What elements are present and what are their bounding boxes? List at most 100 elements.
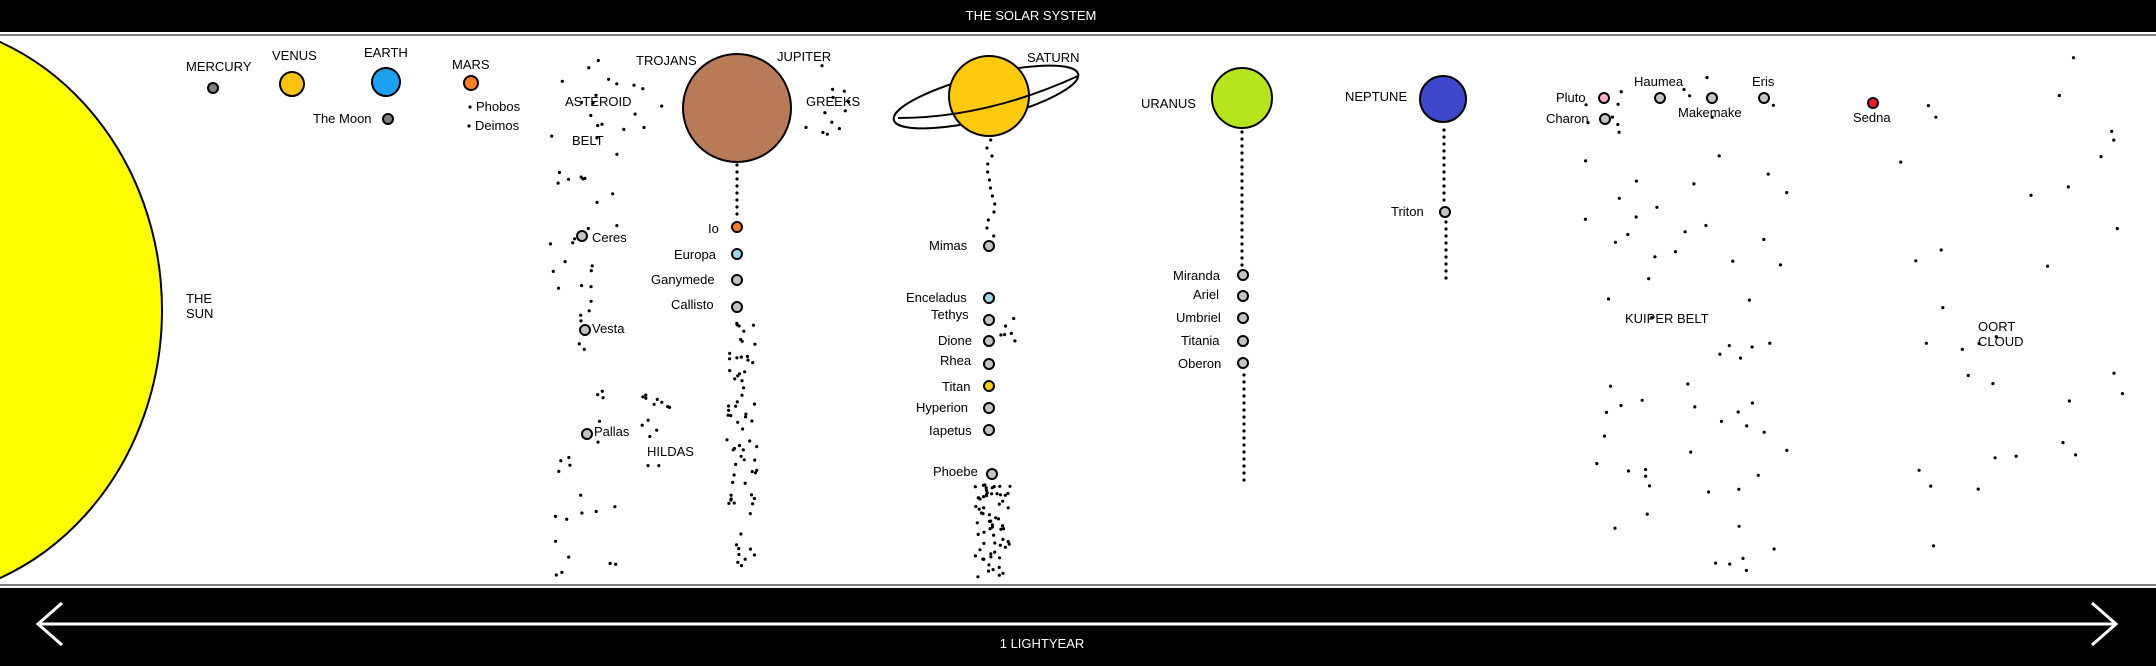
asteroid-dot — [589, 285, 593, 289]
jupiter-irregular-dot — [750, 470, 754, 474]
pallas — [581, 428, 593, 440]
jupiter-irregular-dot — [738, 372, 742, 376]
saturn-irregular-dot — [973, 485, 977, 489]
oort-dot — [2115, 227, 2119, 231]
asteroid-dot — [560, 79, 564, 83]
greek-dot — [820, 64, 824, 68]
trojan-dot — [596, 58, 600, 63]
neptune-irregular-dot — [1444, 234, 1448, 238]
trojan-dot — [607, 77, 611, 81]
trojan-dot — [589, 113, 593, 118]
greek-dot — [842, 89, 846, 93]
jupiter-irregular-dot — [742, 329, 746, 333]
enceladus — [983, 292, 995, 304]
saturn-irregular-dot — [1006, 491, 1010, 496]
jupiter-irregular-dot — [743, 481, 747, 485]
venus-label: VENUS — [272, 48, 317, 63]
ariel — [1237, 290, 1249, 302]
jupiter-irregular-dot — [739, 355, 743, 359]
scale-arrow-right-head — [2091, 601, 2119, 647]
oort-dot — [2074, 453, 2078, 457]
jupiter-irregular-dot — [733, 377, 737, 381]
jupiter-irregular-dot — [736, 420, 740, 424]
kuiper-dot — [1738, 356, 1743, 360]
jupiter-irregular-dot — [734, 462, 738, 466]
kuiper-dot — [1750, 401, 1754, 405]
oberon-label: Oberon — [1178, 356, 1221, 371]
jupiter-irregular-dot — [742, 386, 746, 390]
kuiper-dot — [1683, 230, 1687, 234]
kuiper-dot — [1583, 217, 1587, 221]
asteroid-dot — [577, 342, 581, 346]
trojan-dot — [591, 101, 595, 105]
saturn-trojan-dot — [1013, 339, 1017, 343]
tethys-label: Tethys — [931, 307, 969, 322]
greek-dot — [821, 130, 825, 135]
kuiper-dot — [1613, 240, 1618, 244]
jupiter-irregular-dot — [746, 358, 750, 362]
jupiter-irregular-dot — [739, 454, 743, 458]
charon — [1599, 113, 1611, 125]
asteroid-dot — [560, 570, 564, 575]
asteroid-dot — [601, 396, 605, 400]
asteroid-dot — [566, 177, 571, 181]
uranus-moon-dot — [1240, 221, 1244, 225]
kuiper-dot — [1606, 297, 1611, 301]
jupiter-irregular-dot — [735, 356, 739, 360]
kuiper-dot — [1616, 122, 1620, 127]
hilda-dot — [644, 396, 648, 400]
pluto — [1598, 92, 1610, 104]
ariel-label: Ariel — [1193, 287, 1219, 302]
asteroid-dot — [556, 286, 561, 290]
jupiter-irregular-dot — [748, 547, 753, 551]
asteroid-dot — [581, 177, 585, 181]
kuiper-dot — [1619, 90, 1623, 94]
kuiper-dot — [1616, 102, 1620, 106]
asteroid-dot — [579, 313, 583, 317]
saturn-irregular-dot — [990, 492, 994, 496]
hilda-dot — [644, 393, 648, 397]
saturn-irregular-dot — [991, 568, 995, 572]
asteroid-dot — [597, 419, 602, 423]
saturn-irregular-dot — [1007, 542, 1011, 546]
asteroid-dot — [596, 393, 600, 397]
pallas-label: Pallas — [594, 424, 630, 439]
greek-dot — [823, 111, 827, 115]
saturn-irregular-dot — [1001, 537, 1005, 542]
jupiter-irregular-dot — [739, 564, 744, 568]
jupiter-irregular-dot — [751, 361, 755, 365]
oort-dot — [1993, 456, 1997, 460]
asteroid-dot — [595, 136, 599, 140]
jupiter-irregular-dot — [753, 342, 757, 346]
jupiter-moon-dot — [735, 205, 739, 209]
saturn-irregular-dot — [982, 530, 986, 534]
oort-dot — [2099, 155, 2103, 159]
asteroid-dot — [579, 100, 584, 104]
kuiper-dot — [1692, 182, 1696, 186]
asteroid-dot — [579, 493, 583, 497]
the-moon-label: The Moon — [313, 111, 372, 126]
uranus-moon-dot — [1240, 179, 1244, 183]
jupiter-irregular-dot — [753, 458, 757, 462]
kuiper-dot — [1626, 469, 1631, 473]
saturn-moon-dot — [986, 218, 990, 222]
saturn-irregular-dot — [1002, 527, 1006, 531]
greek-dot — [804, 125, 808, 129]
oort-dot — [1929, 484, 1933, 488]
sedna-label: Sedna — [1853, 110, 1891, 125]
jupiter-irregular-dot — [727, 404, 731, 408]
asteroid-dot — [567, 555, 571, 559]
phobos — [468, 105, 472, 109]
umbriel-label: Umbriel — [1176, 310, 1221, 325]
kuiper-dot — [1731, 259, 1735, 263]
hyperion — [983, 402, 995, 414]
mercury — [207, 82, 219, 94]
kuiper-dot — [1750, 345, 1754, 349]
kuiper-dot — [1610, 115, 1615, 119]
greeks-label: GREEKS — [806, 94, 861, 109]
titania — [1237, 335, 1249, 347]
scale-bar — [0, 588, 2156, 666]
eris — [1758, 92, 1770, 104]
rhea — [983, 358, 995, 370]
deimos-label: Deimos — [475, 118, 520, 133]
